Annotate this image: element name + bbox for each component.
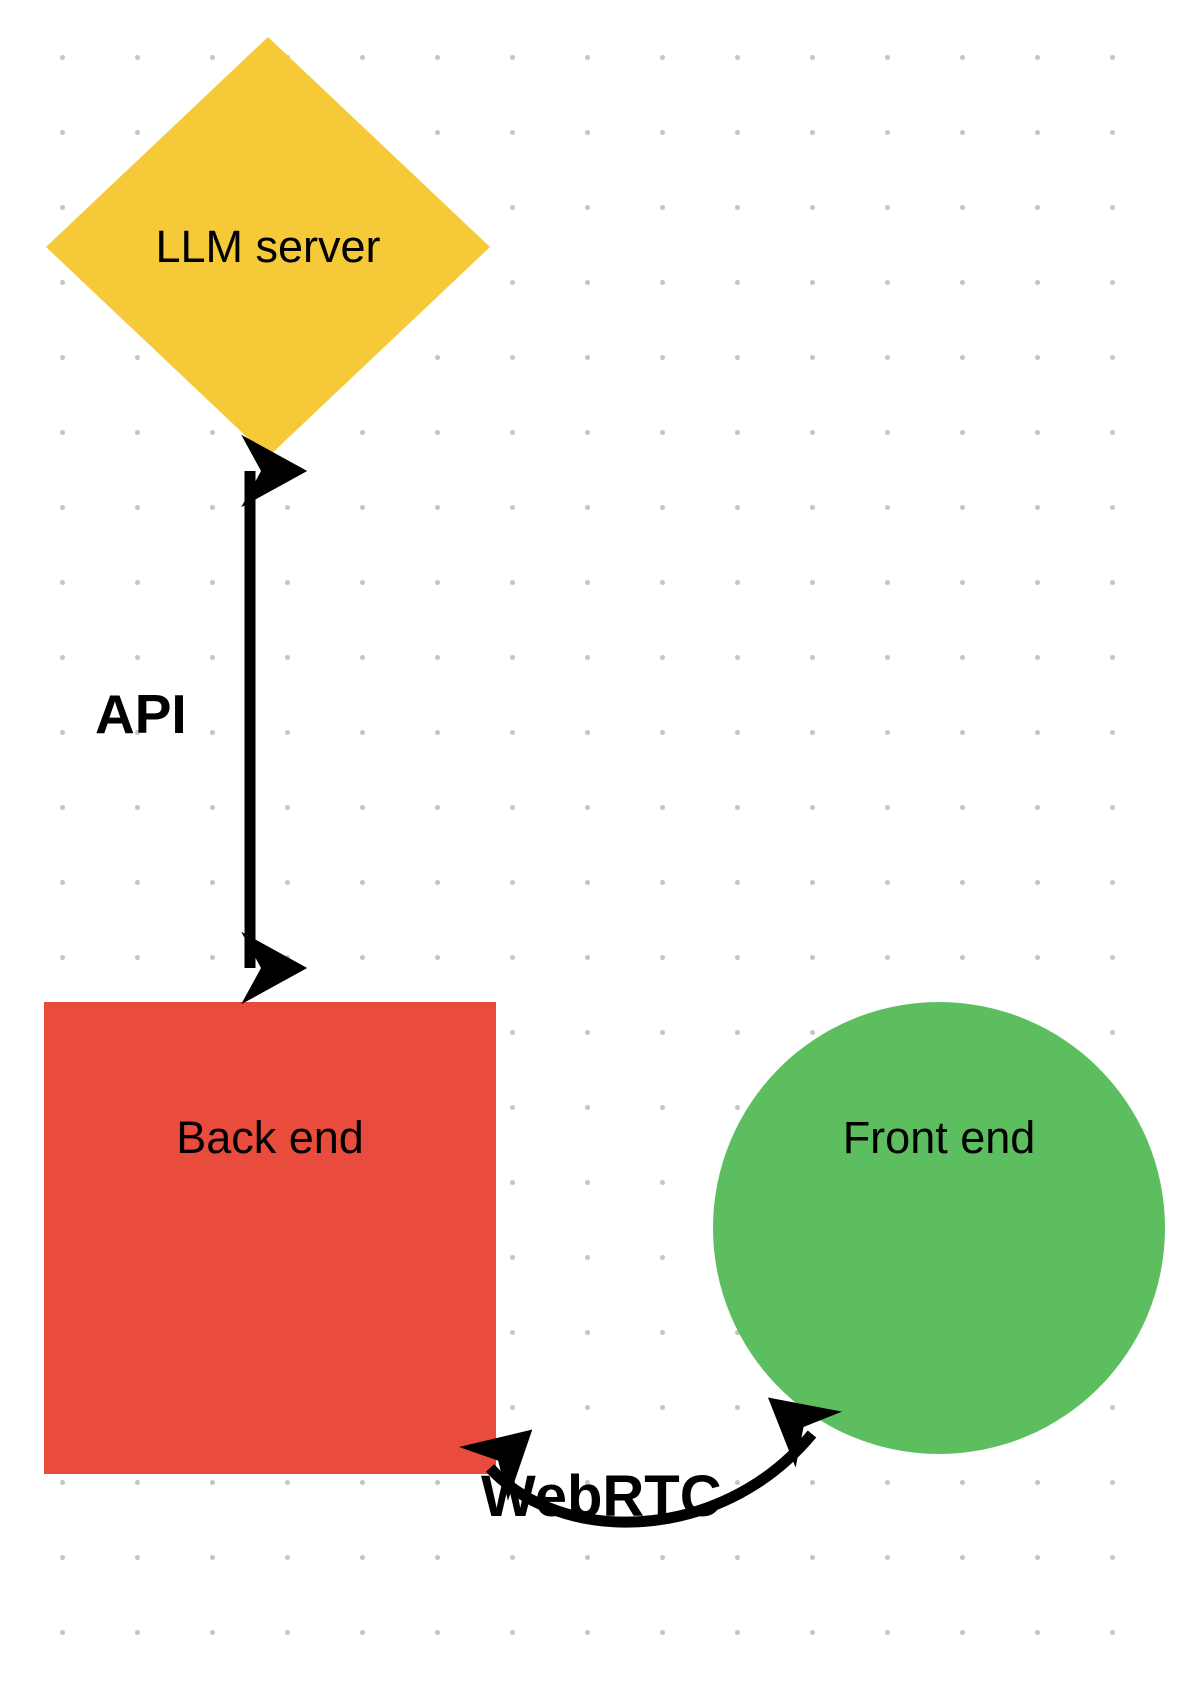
- edge-api-label: API: [95, 683, 187, 745]
- node-front-end-shape[interactable]: [713, 1002, 1165, 1454]
- edge-webrtc-curve[interactable]: [459, 1397, 842, 1528]
- node-llm-server-shape[interactable]: [46, 37, 490, 457]
- edge-webrtc-label: WebRTC: [481, 1464, 722, 1529]
- node-back-end-shape[interactable]: [44, 1002, 496, 1474]
